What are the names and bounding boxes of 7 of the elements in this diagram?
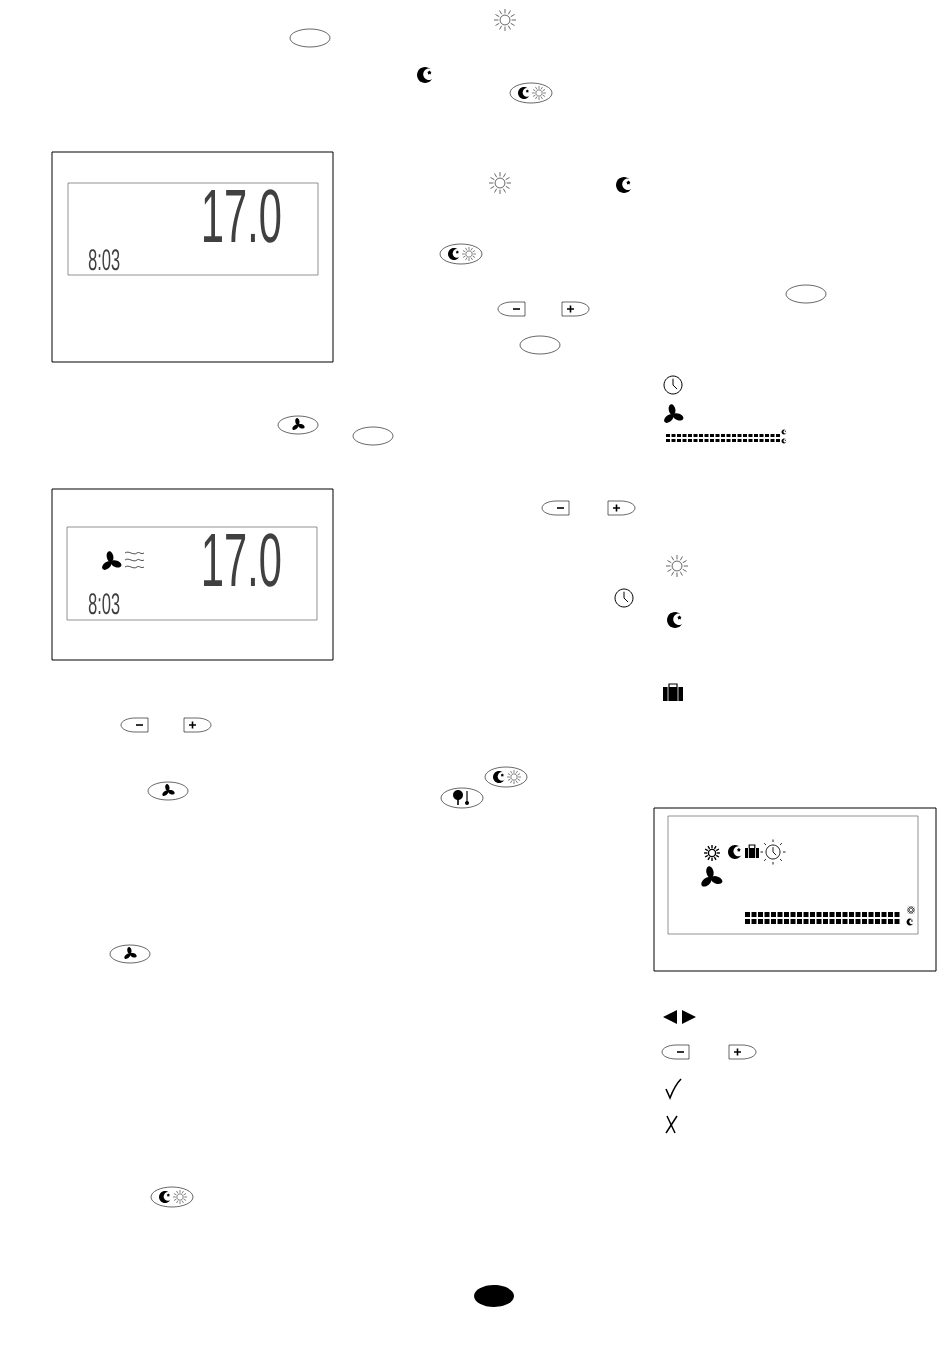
temperature-readout: 17.0 [204, 533, 281, 587]
lcd-screen [67, 182, 319, 276]
lcd-screen [66, 526, 318, 621]
time-readout: 8:03 [88, 593, 120, 615]
temperature-readout: 17.0 [204, 189, 281, 243]
time-readout: 8:03 [88, 249, 120, 271]
lcd-screen [667, 815, 919, 935]
